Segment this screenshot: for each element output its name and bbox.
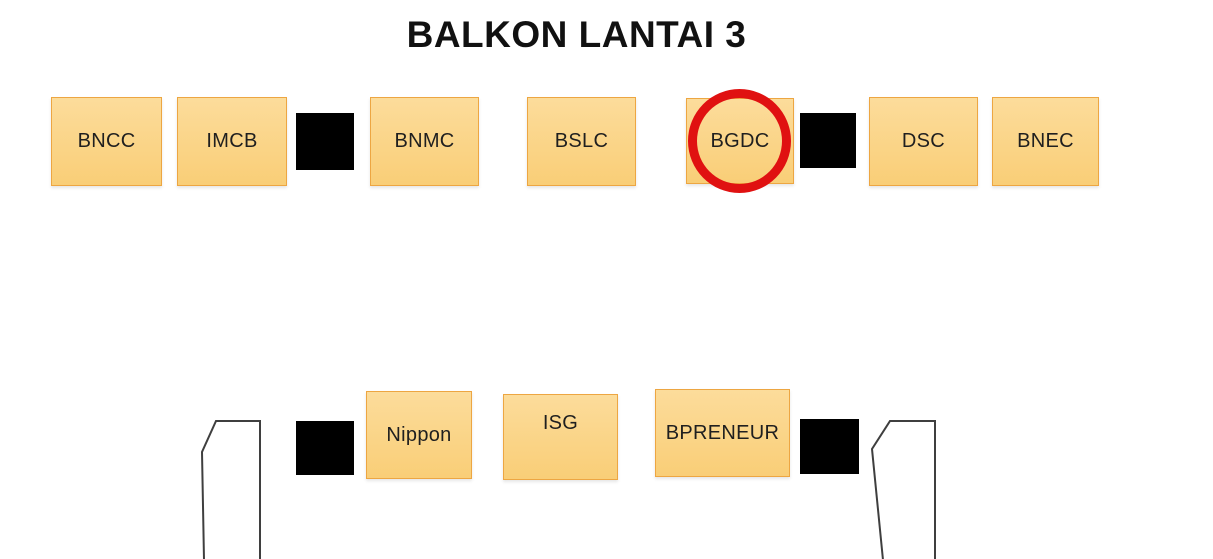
black-block-3 [296, 421, 354, 475]
booth-bncc: BNCC [51, 97, 162, 186]
booth-label: DSC [901, 130, 946, 152]
black-block-4 [800, 419, 859, 474]
booth-bgdc-highlighted: BGDC [686, 98, 794, 184]
pillar-left-shape [200, 420, 261, 559]
page-title: BALKON LANTAI 3 [406, 14, 747, 55]
booth-label: IMCB [206, 130, 258, 152]
booth-label: BSLC [554, 130, 609, 152]
booth-bslc: BSLC [527, 97, 636, 186]
booth-nippon: Nippon [366, 391, 472, 479]
booth-label: BGDC [710, 129, 770, 152]
black-block-2 [800, 113, 856, 168]
booth-label: ISG [542, 412, 579, 434]
booth-imcb: IMCB [177, 97, 287, 186]
booth-bnec: BNEC [992, 97, 1099, 186]
pillar-right-shape [870, 420, 936, 559]
booth-label: BNMC [394, 130, 455, 152]
booth-label: BNEC [1017, 130, 1074, 152]
black-block-1 [296, 113, 354, 170]
booth-dsc: DSC [869, 97, 978, 186]
booth-label: BPRENEUR [665, 421, 780, 444]
booth-isg: ISG [503, 394, 618, 480]
booth-label: BNCC [77, 130, 136, 152]
booth-bnmc: BNMC [370, 97, 479, 186]
booth-bpreneur: BPRENEUR [655, 389, 790, 477]
booth-label: Nippon [386, 423, 452, 446]
